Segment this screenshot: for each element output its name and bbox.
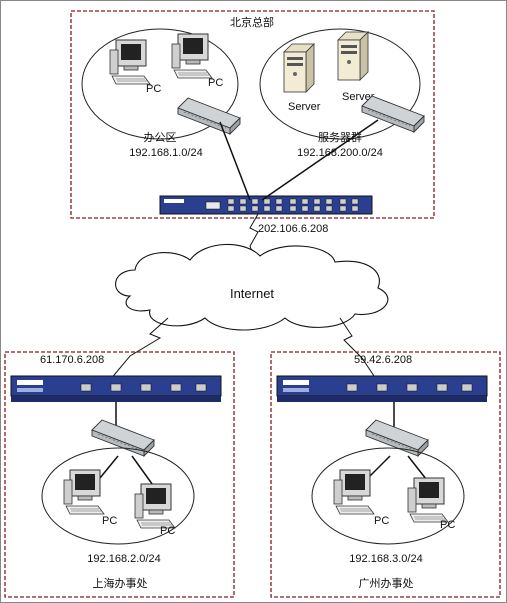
shanghai-pc-2-label: PC — [160, 525, 175, 537]
server-2-icon — [337, 31, 369, 81]
shanghai-pc-1-icon — [63, 469, 105, 515]
shanghai-pc1-cable — [99, 455, 119, 479]
office-pc-2-icon — [171, 33, 213, 79]
guangzhou-wan-link — [339, 317, 379, 383]
server-switch-icon — [361, 95, 425, 133]
hq-router-ip: 202.106.6.208 — [258, 223, 328, 235]
shanghai-pc-2-icon — [134, 483, 176, 529]
internet-label: Internet — [230, 286, 274, 301]
shanghai-title: 上海办事处 — [93, 576, 148, 590]
guangzhou-router-icon — [276, 375, 488, 403]
shanghai-subnet: 192.168.2.0/24 — [87, 553, 160, 565]
shanghai-router-ip: 61.170.6.208 — [40, 354, 104, 366]
server-1-label: Server — [288, 101, 321, 113]
shanghai-wan-link — [109, 317, 169, 381]
shanghai-site-border — [4, 351, 235, 598]
office-subnet: 192.168.1.0/24 — [129, 147, 202, 159]
guangzhou-title: 广州办事处 — [359, 577, 414, 590]
office-pc-2-label: PC — [208, 77, 223, 89]
hq-title: 北京总部 — [230, 15, 274, 29]
guangzhou-pc-1-icon — [333, 469, 375, 515]
guangzhou-site-border — [270, 351, 501, 598]
shanghai-pc-1-label: PC — [102, 515, 117, 527]
server-uplink-cable — [261, 119, 379, 201]
guangzhou-pc1-cable — [367, 455, 391, 479]
server-1-icon — [283, 43, 315, 93]
guangzhou-pc-2-icon — [407, 477, 449, 523]
office-pc-1-label: PC — [146, 83, 161, 95]
server-2-label: Server — [342, 91, 375, 103]
shanghai-lan-zone — [41, 447, 195, 545]
shanghai-pc2-cable — [131, 455, 156, 489]
internet-cloud — [115, 243, 389, 331]
guangzhou-pc-2-label: PC — [440, 519, 455, 531]
shanghai-router-icon — [10, 375, 222, 403]
office-zone-name: 办公区 — [144, 131, 177, 144]
office-switch-icon — [177, 97, 241, 135]
hq-router-icon — [159, 195, 373, 215]
server-zone-name: 服务器群 — [318, 130, 362, 144]
server-subnet: 192.168.200.0/24 — [297, 147, 383, 159]
guangzhou-subnet: 192.168.3.0/24 — [349, 553, 422, 565]
office-pc-1-icon — [109, 39, 151, 85]
guangzhou-router-ip: 59.42.6.208 — [354, 354, 412, 366]
server-zone — [259, 28, 421, 140]
guangzhou-switch-icon — [365, 419, 429, 457]
guangzhou-pc-1-label: PC — [374, 515, 389, 527]
office-zone — [81, 28, 239, 140]
hq-site-border — [70, 10, 435, 219]
office-uplink-cable — [219, 121, 251, 201]
guangzhou-lan-zone — [311, 447, 465, 545]
